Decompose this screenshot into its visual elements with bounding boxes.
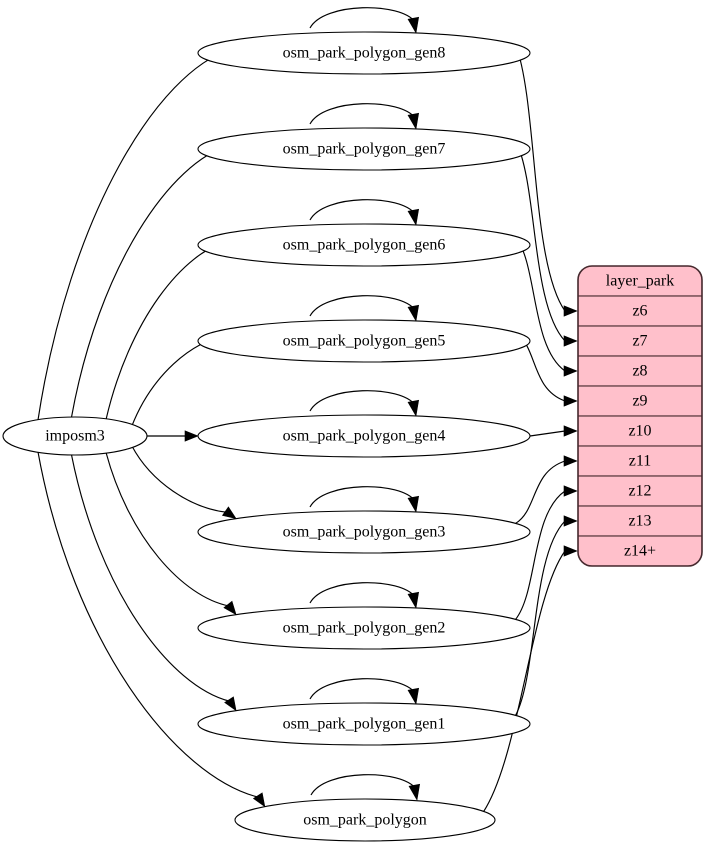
edge-imposm3-to-gen3 xyxy=(131,445,237,520)
arrow-to-z11 xyxy=(563,455,578,467)
table-row-z11[interactable]: z11 xyxy=(578,445,702,477)
table-cell-label-z13: z13 xyxy=(628,513,651,530)
table-row-z12[interactable]: z12 xyxy=(578,475,702,507)
edge-imposm3-to-gen2 xyxy=(105,452,237,616)
arrow-to-z8 xyxy=(563,365,578,377)
arrow-to-z6 xyxy=(563,305,578,317)
node-imposm3-label: imposm3 xyxy=(45,428,105,445)
edge-gen3-to-z11 xyxy=(515,455,578,524)
node-base-label: osm_park_polygon xyxy=(303,812,427,829)
table-row-z10[interactable]: z10 xyxy=(578,415,702,447)
edge-imposm3-to-base xyxy=(37,451,266,808)
table-cell-label-z10: z10 xyxy=(628,423,651,440)
table-cell-label-z6: z6 xyxy=(632,303,647,320)
self-loop-gen4 xyxy=(309,390,420,417)
edge-gen7-to-z7 xyxy=(515,140,578,347)
node-gen6-label: osm_park_polygon_gen6 xyxy=(283,237,446,254)
table-cell-label-z8: z8 xyxy=(632,363,647,380)
table-cell-label-z14+: z14+ xyxy=(624,543,656,560)
table-row-z14+[interactable]: z14+ xyxy=(578,535,702,566)
table-cell-label-z11: z11 xyxy=(629,453,652,470)
arrow-to-gen1 xyxy=(224,696,237,712)
self-loop-gen5 xyxy=(309,295,420,322)
self-loop-base xyxy=(310,774,421,801)
self-loop-arrow-gen6 xyxy=(407,208,420,226)
edge-gen1-to-z13 xyxy=(515,515,578,716)
table-row-z7[interactable]: z7 xyxy=(578,325,702,357)
self-loop-arrow-gen3 xyxy=(407,495,420,513)
table-row-z13[interactable]: z13 xyxy=(578,505,702,537)
node-gen1-label: osm_park_polygon_gen1 xyxy=(283,716,446,733)
edge-imposm3-to-gen6 xyxy=(105,230,237,420)
node-gen8[interactable]: osm_park_polygon_gen8 xyxy=(197,31,531,75)
table-cell-label-z9: z9 xyxy=(632,393,647,410)
arrow-to-z9 xyxy=(563,395,578,407)
self-loop-arrow-gen2 xyxy=(407,591,420,609)
self-loop-gen3 xyxy=(309,486,420,513)
node-gen1[interactable]: osm_park_polygon_gen1 xyxy=(197,702,531,746)
edge-gen2-to-z12 xyxy=(515,485,578,620)
self-loop-arrow-gen1 xyxy=(407,687,420,705)
edges-to-layer-park xyxy=(483,44,578,812)
node-gen2-label: osm_park_polygon_gen2 xyxy=(283,620,446,637)
node-gen4[interactable]: osm_park_polygon_gen4 xyxy=(197,414,531,458)
layer-park-rows: layer_park z6 z7 z8 z9 z10 z11 z12 z13 z14+ xyxy=(578,266,702,566)
node-imposm3[interactable]: imposm3 xyxy=(2,416,148,456)
edge-imposm3-to-gen8 xyxy=(37,38,237,421)
arrow-to-gen4 xyxy=(184,430,199,442)
node-gen2[interactable]: osm_park_polygon_gen2 xyxy=(197,606,531,650)
node-gen5[interactable]: osm_park_polygon_gen5 xyxy=(197,319,531,363)
self-loop-gen2 xyxy=(309,582,420,609)
edge-imposm3-to-gen1 xyxy=(70,454,237,712)
table-row-z6[interactable]: z6 xyxy=(578,295,702,327)
self-loop-gen6 xyxy=(309,199,420,226)
table-outer-border xyxy=(577,265,703,567)
edge-base-to-z14+ xyxy=(483,545,578,812)
edge-gen4-to-z10 xyxy=(529,425,578,437)
node-gen8-label: osm_park_polygon_gen8 xyxy=(283,45,446,62)
self-loop-arrow-gen7 xyxy=(407,112,420,130)
edge-imposm3-to-gen7 xyxy=(70,134,237,418)
self-loop-arrow-gen4 xyxy=(407,399,420,417)
node-gen5-label: osm_park_polygon_gen5 xyxy=(283,333,446,350)
self-loop-gen8 xyxy=(309,7,420,34)
arrow-to-z12 xyxy=(563,485,578,497)
table-cell-label-z7: z7 xyxy=(632,333,647,350)
node-gen3-label: osm_park_polygon_gen3 xyxy=(283,524,446,541)
arrow-to-gen2 xyxy=(223,600,237,616)
node-gen3[interactable]: osm_park_polygon_gen3 xyxy=(197,510,531,554)
self-loop-arrow-gen8 xyxy=(407,16,420,34)
arrow-to-z13 xyxy=(563,515,578,527)
arrow-to-gen3 xyxy=(221,506,237,520)
table-header-row: layer_park xyxy=(578,266,702,297)
arrow-to-base xyxy=(252,792,266,808)
node-gen6[interactable]: osm_park_polygon_gen6 xyxy=(197,223,531,267)
arrow-to-z7 xyxy=(563,335,578,347)
graph-nodes: osm_park_polygon_gen8 osm_park_polygon_ge… xyxy=(2,31,531,842)
self-loop-arrow-gen5 xyxy=(407,304,420,322)
self-loop-gen7 xyxy=(309,103,420,130)
node-gen7-label: osm_park_polygon_gen7 xyxy=(283,141,446,158)
table-row-z8[interactable]: z8 xyxy=(578,355,702,387)
table-cell-label-z12: z12 xyxy=(628,483,651,500)
table-row-z9[interactable]: z9 xyxy=(578,385,702,417)
edge-imposm3-to-gen4 xyxy=(141,430,199,442)
table-title: layer_park xyxy=(606,273,674,290)
self-loop-arrow-base xyxy=(408,783,421,801)
self-loop-edges xyxy=(309,7,421,801)
self-loop-gen1 xyxy=(309,678,420,705)
node-gen7[interactable]: osm_park_polygon_gen7 xyxy=(197,127,531,171)
arrow-to-z14+ xyxy=(563,545,578,557)
arrow-to-z10 xyxy=(563,425,578,437)
layer-park-table: layer_park z6 z7 z8 z9 z10 z11 z12 z13 z14+ xyxy=(577,265,703,567)
node-gen4-label: osm_park_polygon_gen4 xyxy=(283,428,446,445)
node-base[interactable]: osm_park_polygon xyxy=(234,798,496,842)
edge-gen8-to-z6 xyxy=(515,44,578,317)
